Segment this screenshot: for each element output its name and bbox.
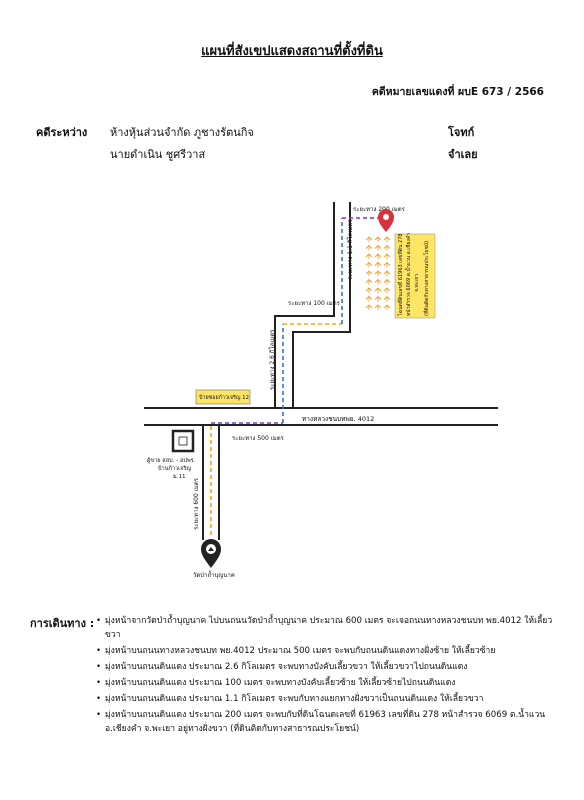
crop-icon: [374, 270, 382, 276]
plaintiff-name: ห้างหุ้นส่วนจำกัด ภูชางรัตนกิจ: [110, 126, 254, 139]
crop-icon: [365, 295, 373, 302]
crop-icon: [365, 236, 373, 242]
road-sign: [195, 389, 251, 405]
land-info-line3: จ.พะเยา: [414, 274, 420, 292]
label-1-1km: ระยะทาง 1.1 กิโลเมตร: [346, 219, 354, 280]
plaintiff-role: โจทก์: [448, 126, 475, 139]
crop-icon: [374, 295, 382, 302]
page-title: แผนที่สังเขปแสดงสถานที่ตั้งที่ดิน: [201, 44, 383, 59]
land-info-line4: (ที่ดินติดกับทางสาธารณประโยชน์): [423, 241, 430, 316]
crop-icon: [365, 244, 373, 251]
label-2-6km: ระยะทาง 2.6 กิโลเมตร: [268, 329, 276, 390]
crop-icon: [383, 253, 391, 259]
label-100m: ระยะทาง 100 เมตร: [288, 300, 341, 307]
dirt-road-left: [274, 315, 300, 408]
label-200m: ระยะทาง 200 เมตร: [353, 206, 406, 213]
crop-icon: [374, 287, 382, 293]
crop-icon: [374, 304, 382, 310]
defendant-role: จำเลย: [448, 148, 478, 161]
health-station-inner-icon: [178, 436, 188, 446]
label-600m: ระยะทาง 600 เมตร: [193, 477, 200, 530]
crop-icon: [365, 261, 373, 268]
crop-icon: [383, 244, 391, 251]
crop-icon: [383, 304, 391, 310]
dirt-road-north-right: [300, 202, 351, 333]
crop-icon: [374, 278, 382, 285]
route-step: มุ่งหน้าบนถนนดินแดง ประมาณ 1.1 กิโลเมตร …: [96, 692, 556, 706]
crop-icon: [365, 304, 373, 310]
defendant-name: นายดำเนิน ชูศรีวาส: [110, 148, 206, 161]
crop-icon: [365, 270, 373, 276]
land-info-line1: โฉนดที่ดินเลขที่ 61963 เลขที่ดิน 278: [397, 233, 404, 316]
crop-icon: [383, 287, 391, 293]
land-info-line2: หน้าสำรวจ 6069 ต.น้ำแวน อ.เชียงคำ: [403, 233, 412, 316]
crop-icon: [383, 278, 391, 285]
crop-icon: [374, 236, 382, 242]
destination-pin-icon: [378, 209, 394, 232]
crop-icon: [383, 270, 391, 276]
dirt-road-north-left: [300, 202, 335, 317]
route-paths: [210, 217, 388, 535]
crop-icon: [383, 295, 391, 302]
crop-icon: [365, 253, 373, 259]
crop-icon: [383, 236, 391, 242]
crop-icon: [365, 287, 373, 293]
crop-icon: [383, 261, 391, 268]
case-number: คดีหมายเลขแดงที่ ผบE 673 / 2566: [371, 86, 544, 98]
route-step: มุ่งหน้าบนถนนดินแดง ประมาณ 2.6 กิโลเมตร …: [96, 660, 556, 674]
route-step: มุ่งหน้าบนถนนทางหลวงชนบท พย.4012 ประมาณ …: [96, 644, 556, 658]
crop-field-icons: [365, 236, 391, 310]
route-steps: มุ่งหน้าจากวัดป่าถ้ำบุญนาค ไปบนถนนวัดป่า…: [96, 614, 556, 738]
highway-label: ทางหลวงชนบทพย. 4012: [302, 415, 374, 423]
crop-icon: [374, 261, 382, 268]
route-step: มุ่งหน้าจากวัดป่าถ้ำบุญนาค ไปบนถนนวัดป่า…: [96, 614, 556, 642]
health-station-line3: ม.11: [173, 474, 186, 480]
crop-icon: [374, 244, 382, 251]
dirt-road-right: [292, 331, 300, 408]
location-map: ระยะทาง 200 เมตร ระยะทาง 1.1 กิโลเมตร ระ…: [144, 202, 498, 579]
crop-icon: [374, 253, 382, 259]
between-label: คดีระหว่าง: [36, 126, 88, 139]
route-step: มุ่งหน้าบนถนนดินแดง ประมาณ 200 เมตร จะพบ…: [96, 708, 556, 736]
temple-label: วัดป่าถ้ำบุญนาค: [193, 569, 235, 579]
roads: [144, 202, 498, 540]
health-station-line1: ผู้ขาย สสบ. - อปพร.: [147, 457, 196, 464]
road-sign-label: ป้ายซอยก้าวเจริญ 12: [199, 394, 249, 401]
land-info-box: [394, 233, 436, 319]
health-station-line2: บ้านก้าวเจริญ: [158, 465, 191, 472]
temple-marker-icon: [201, 539, 221, 568]
route-step: มุ่งหน้าบนถนนดินแดง ประมาณ 100 เมตร จะพบ…: [96, 676, 556, 690]
route-heading: การเดินทาง :: [30, 617, 95, 630]
crop-icon: [365, 278, 373, 285]
label-500m: ระยะทาง 500 เมตร: [232, 435, 285, 442]
